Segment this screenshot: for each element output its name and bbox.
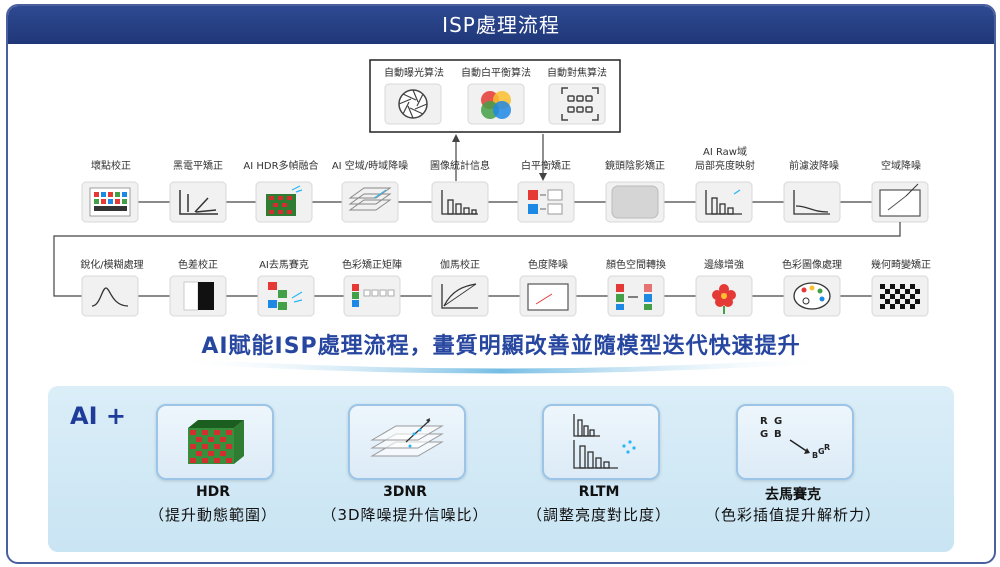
rltm-bars-icon — [573, 414, 636, 469]
rgb-letter-r: R — [760, 416, 768, 427]
slogan-text: AI賦能ISP處理流程，畫質明顯改善並隨模型迭代快速提升 — [201, 334, 801, 359]
ai-plus-label: AI + — [70, 402, 126, 430]
row1-tile-white-balance — [517, 181, 575, 223]
layered-planes-icon — [348, 187, 392, 211]
hdr-cube-large-icon — [188, 420, 244, 464]
flower-icon — [712, 284, 736, 314]
rgb-letter-g2: G — [760, 429, 768, 440]
header-title: ISP處理流程 — [8, 6, 994, 44]
row2-label-chromatic: 色差校正 — [178, 258, 218, 271]
row1-label-raw-domain: AI Raw域 — [703, 145, 747, 158]
row1-label-image-stats: 圖像統計信息 — [430, 159, 490, 172]
row2-label-distortion: 幾何畸變矯正 — [871, 258, 931, 271]
color-space-icon — [616, 284, 652, 310]
pixel-grid-icon — [89, 187, 131, 217]
bgr-letter-r: R — [824, 443, 830, 452]
chromatic-block-icon — [183, 281, 214, 311]
wb-blocks-icon — [528, 189, 563, 215]
card-demosaic-name: 去馬賽克 — [765, 487, 821, 503]
card-demosaic: R G G B B G R — [736, 404, 854, 480]
row1-label-lens-shading: 鏡頭陰影矯正 — [605, 159, 665, 172]
hdr-cube-icon — [266, 185, 303, 216]
row2-label-chroma-nr: 色度降噪 — [528, 258, 568, 271]
row2-label-sharpen: 銳化/模糊處理 — [80, 258, 143, 271]
row2-label-ccm: 色彩矯正矩陣 — [342, 258, 402, 271]
row1-tile-image-stats — [431, 181, 489, 223]
rgb-letters-icon: R G G B B G R — [760, 416, 830, 460]
noise-frame-icon — [879, 183, 921, 217]
color-wheel-icon — [481, 91, 511, 119]
ai-panel: AI + HDR （提升動態範圍） — [48, 386, 954, 552]
row1-label-spatial-nr: 空域降噪 — [881, 159, 921, 172]
rgb-letter-g1: G — [774, 416, 782, 427]
vignette-icon — [611, 185, 659, 219]
row1-label-spatial-temporal-nr: AI 空域/時域降噪 — [332, 159, 408, 172]
palette-icon — [793, 282, 831, 310]
slogan-underglow — [167, 358, 835, 374]
peak-curve-icon — [91, 287, 129, 307]
row1-label-local-tone-mapping: 局部亮度映射 — [695, 159, 755, 172]
chroma-frame-icon — [527, 283, 569, 311]
bgr-letter-g: G — [818, 447, 825, 456]
card-hdr-desc: （提升動態範圍） — [148, 506, 277, 524]
row2-label-color-proc: 色彩圖像處理 — [782, 258, 842, 271]
card-3dnr-desc: （3D降噪提升信噪比） — [321, 506, 489, 524]
card-3dnr — [348, 404, 466, 480]
demosaic-icon — [268, 282, 303, 310]
bar-chart-icon — [441, 190, 478, 215]
3dnr-planes-icon — [370, 418, 444, 457]
row1-label-pre-filter-nr: 前濾波降噪 — [789, 159, 839, 172]
card-rltm — [542, 404, 660, 480]
isp-pipeline-diagram: 自動曝光算法 自動白平衡算法 自動對焦算法 壞點校正 黑電平矯正 AI HDR多 — [53, 59, 931, 317]
auto-label-af: 自動對焦算法 — [547, 66, 607, 79]
focus-frame-icon — [561, 87, 599, 121]
card-rltm-desc: （調整亮度對比度） — [526, 506, 671, 524]
gamma-curve-icon — [441, 283, 478, 309]
checkerboard-icon — [880, 284, 920, 309]
bgr-letter-b: B — [812, 451, 818, 460]
aperture-icon — [398, 89, 428, 119]
row1-tile-tone-mapping — [695, 181, 753, 223]
row1-tile-black-level — [169, 181, 227, 223]
card-hdr-name: HDR — [195, 484, 231, 500]
row1-label-white-balance: 白平衡矯正 — [521, 159, 571, 172]
row2-label-color-space: 顏色空間轉換 — [606, 258, 666, 271]
row1-tile-pre-filter — [783, 181, 841, 223]
row-transition-line — [53, 222, 901, 297]
row2-tile-gamma — [431, 275, 489, 317]
card-hdr — [156, 404, 274, 480]
card-rltm-name: RLTM — [578, 484, 620, 500]
rgb-letter-b: B — [774, 429, 782, 440]
tone-bars-icon — [705, 189, 742, 215]
diagram-frame: ISP處理流程 自動曝光算法 自動白平衡算法 自動對焦算法 — [6, 4, 996, 564]
row2-label-edge: 邊緣增強 — [704, 258, 744, 271]
card-demosaic-desc: （色彩插值提升解析力） — [704, 506, 881, 524]
row1-label-hdr-fusion: AI HDR多幀融合 — [243, 159, 318, 172]
row2-label-gamma: 伽馬校正 — [440, 258, 480, 271]
card-3dnr-name: 3DNR — [383, 484, 427, 500]
auto-label-ae: 自動曝光算法 — [384, 66, 444, 79]
row1-label-bad-pixel: 壞點校正 — [91, 159, 131, 172]
row2-tile-sharpen — [81, 275, 139, 317]
row2-label-demosaic: AI去馬賽克 — [259, 258, 309, 271]
filter-curve-icon — [793, 190, 830, 215]
level-chart-icon — [179, 190, 218, 215]
auto-label-awb: 自動白平衡算法 — [461, 66, 531, 79]
row1-label-black-level: 黑電平矯正 — [173, 159, 223, 172]
color-matrix-icon — [352, 284, 395, 307]
